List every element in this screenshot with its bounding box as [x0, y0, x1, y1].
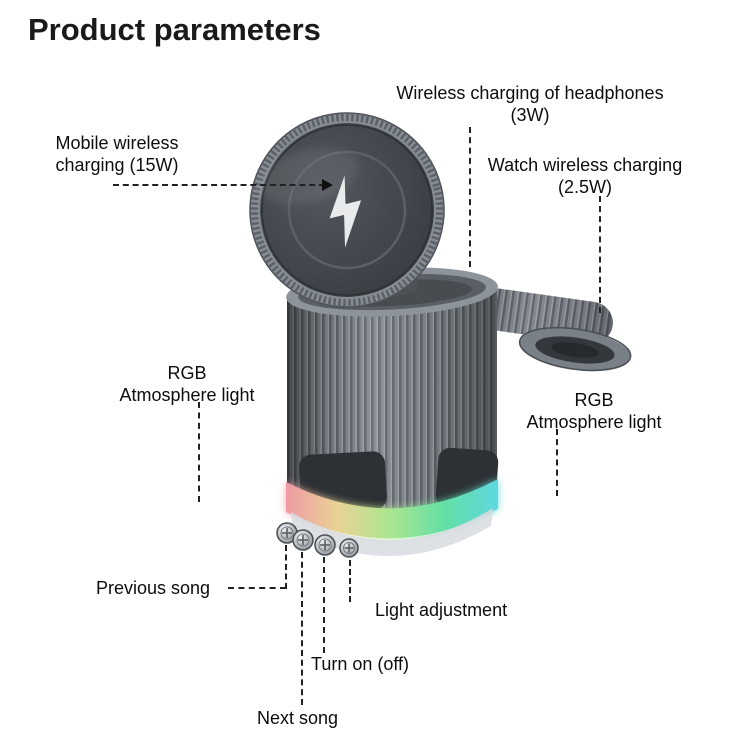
rgb-light-label-left-line2: Atmosphere light	[119, 384, 255, 405]
next-song-knob	[292, 529, 314, 551]
rgb-light-label-left-line1: RGB	[167, 363, 207, 383]
leader-previous-song-line-horizontal	[228, 587, 286, 589]
watch-charging-label-line1: Watch wireless charging	[487, 155, 683, 175]
previous-song-label: Previous song	[96, 578, 211, 598]
rgb-light-label-right: RGB Atmosphere light	[508, 390, 680, 434]
headphones-charging-label-line2: (3W)	[510, 104, 550, 125]
headphones-charging-label: Wireless charging of headphones (3W)	[370, 83, 690, 127]
headphones-charging-label-line1: Wireless charging of headphones	[396, 83, 664, 103]
lightning-bolt-icon	[329, 175, 362, 248]
rgb-light-band	[286, 479, 498, 539]
power-label: Turn on (off)	[311, 654, 410, 674]
mobile-charging-label-line1: Mobile wireless	[55, 133, 179, 153]
rgb-light-label-right-line2: Atmosphere light	[526, 411, 662, 432]
light-adjustment-knob	[339, 538, 359, 558]
leader-watch-line	[599, 196, 601, 313]
watch-charging-label: Watch wireless charging (2.5W)	[474, 155, 696, 199]
arrow-right-icon	[322, 179, 333, 191]
rgb-light-label-left: RGB Atmosphere light	[103, 363, 271, 407]
mobile-charging-label: Mobile wireless charging (15W)	[36, 133, 198, 177]
leader-rgb-left-line	[198, 402, 200, 502]
mobile-charging-label-line2: charging (15W)	[55, 154, 179, 175]
phone-charging-pad	[249, 112, 445, 308]
power-knob	[314, 534, 336, 556]
leader-mobile-line	[113, 184, 325, 186]
rgb-light-label-right-line1: RGB	[574, 390, 614, 410]
page-title: Product parameters	[28, 12, 321, 47]
watch-charging-pad	[518, 326, 632, 372]
leader-rgb-right-line	[556, 429, 558, 496]
leader-previous-song-line-vertical	[285, 545, 287, 589]
watch-charging-label-line2: (2.5W)	[558, 176, 612, 197]
leader-light-adjustment-line	[349, 560, 351, 602]
leader-headphones-line	[469, 127, 471, 267]
light-adjustment-label: Light adjustment	[375, 600, 508, 620]
next-song-label: Next song	[257, 708, 339, 728]
leader-power-line	[323, 557, 325, 653]
leader-next-song-line	[301, 552, 303, 705]
